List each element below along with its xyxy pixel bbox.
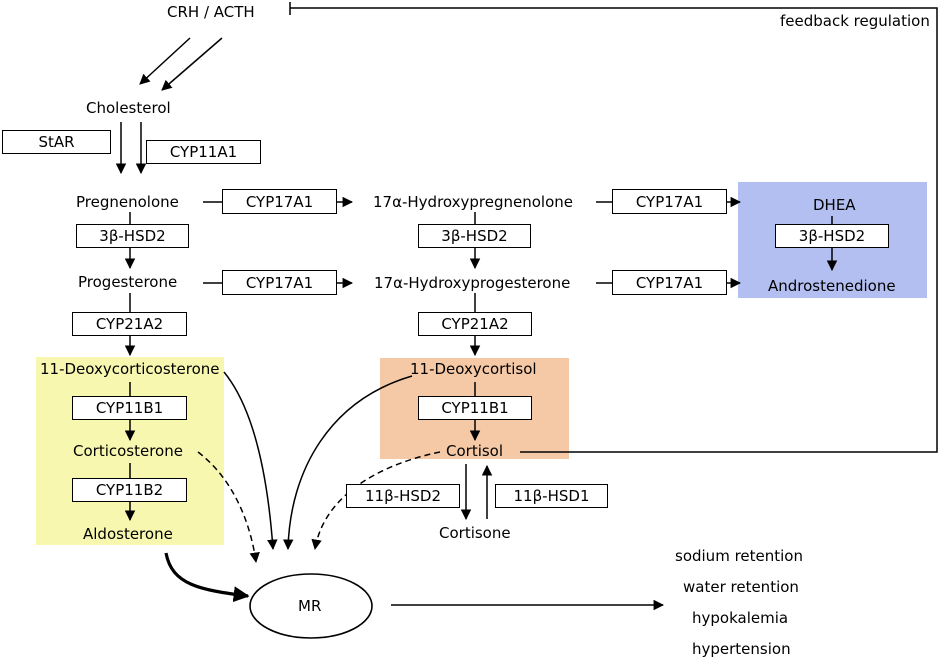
enzyme-11b-hsd2: 11β-HSD2 bbox=[346, 484, 460, 508]
effect-hypertension: hypertension bbox=[692, 640, 791, 658]
androstenedione-label: Androstenedione bbox=[768, 277, 896, 295]
crh-acth-label: CRH / ACTH bbox=[167, 3, 255, 21]
aldosterone-label: Aldosterone bbox=[83, 525, 173, 543]
hydroxypregnenolone-label: 17α-Hydroxypregnenolone bbox=[373, 193, 573, 211]
effect-hypokalemia: hypokalemia bbox=[692, 609, 789, 627]
enzyme-cyp11a1: CYP11A1 bbox=[146, 140, 261, 164]
feedback-regulation-label: feedback regulation bbox=[780, 12, 930, 30]
effect-water-retention: water retention bbox=[683, 578, 799, 596]
enzyme-3b-hsd2: 3β-HSD2 bbox=[418, 224, 531, 248]
enzyme-cyp21a2: CYP21A2 bbox=[72, 312, 187, 336]
mr-label: MR bbox=[298, 597, 322, 615]
enzyme-cyp17a1: CYP17A1 bbox=[612, 189, 727, 214]
enzyme-cyp21a2: CYP21A2 bbox=[418, 312, 532, 336]
enzyme-11b-hsd1: 11β-HSD1 bbox=[495, 484, 608, 508]
enzyme-cyp17a1: CYP17A1 bbox=[612, 270, 727, 295]
mr-receptor-ellipse bbox=[249, 573, 373, 639]
enzyme-cyp11b1: CYP11B1 bbox=[72, 396, 187, 420]
enzyme-3b-hsd2: 3β-HSD2 bbox=[775, 224, 889, 248]
enzyme-cyp11b1: CYP11B1 bbox=[418, 396, 532, 420]
hydroxyprogesterone-label: 17α-Hydroxyprogesterone bbox=[374, 274, 571, 292]
dhea-label: DHEA bbox=[813, 196, 856, 214]
cortisone-label: Cortisone bbox=[439, 524, 511, 542]
deoxycorticosterone-label: 11-Deoxycorticosterone bbox=[40, 360, 220, 378]
effect-sodium-retention: sodium retention bbox=[675, 547, 803, 565]
enzyme-cyp17a1: CYP17A1 bbox=[222, 189, 337, 214]
enzyme-3b-hsd2: 3β-HSD2 bbox=[76, 224, 189, 248]
corticosterone-label: Corticosterone bbox=[73, 442, 183, 460]
deoxycortisol-label: 11-Deoxycortisol bbox=[410, 360, 537, 378]
progesterone-label: Progesterone bbox=[78, 273, 178, 291]
enzyme-star: StAR bbox=[2, 130, 111, 154]
cortisol-label: Cortisol bbox=[446, 442, 504, 460]
pregnenolone-label: Pregnenolone bbox=[76, 193, 179, 211]
enzyme-cyp17a1: CYP17A1 bbox=[222, 270, 337, 295]
cholesterol-label: Cholesterol bbox=[86, 99, 171, 117]
enzyme-cyp11b2: CYP11B2 bbox=[72, 478, 187, 502]
